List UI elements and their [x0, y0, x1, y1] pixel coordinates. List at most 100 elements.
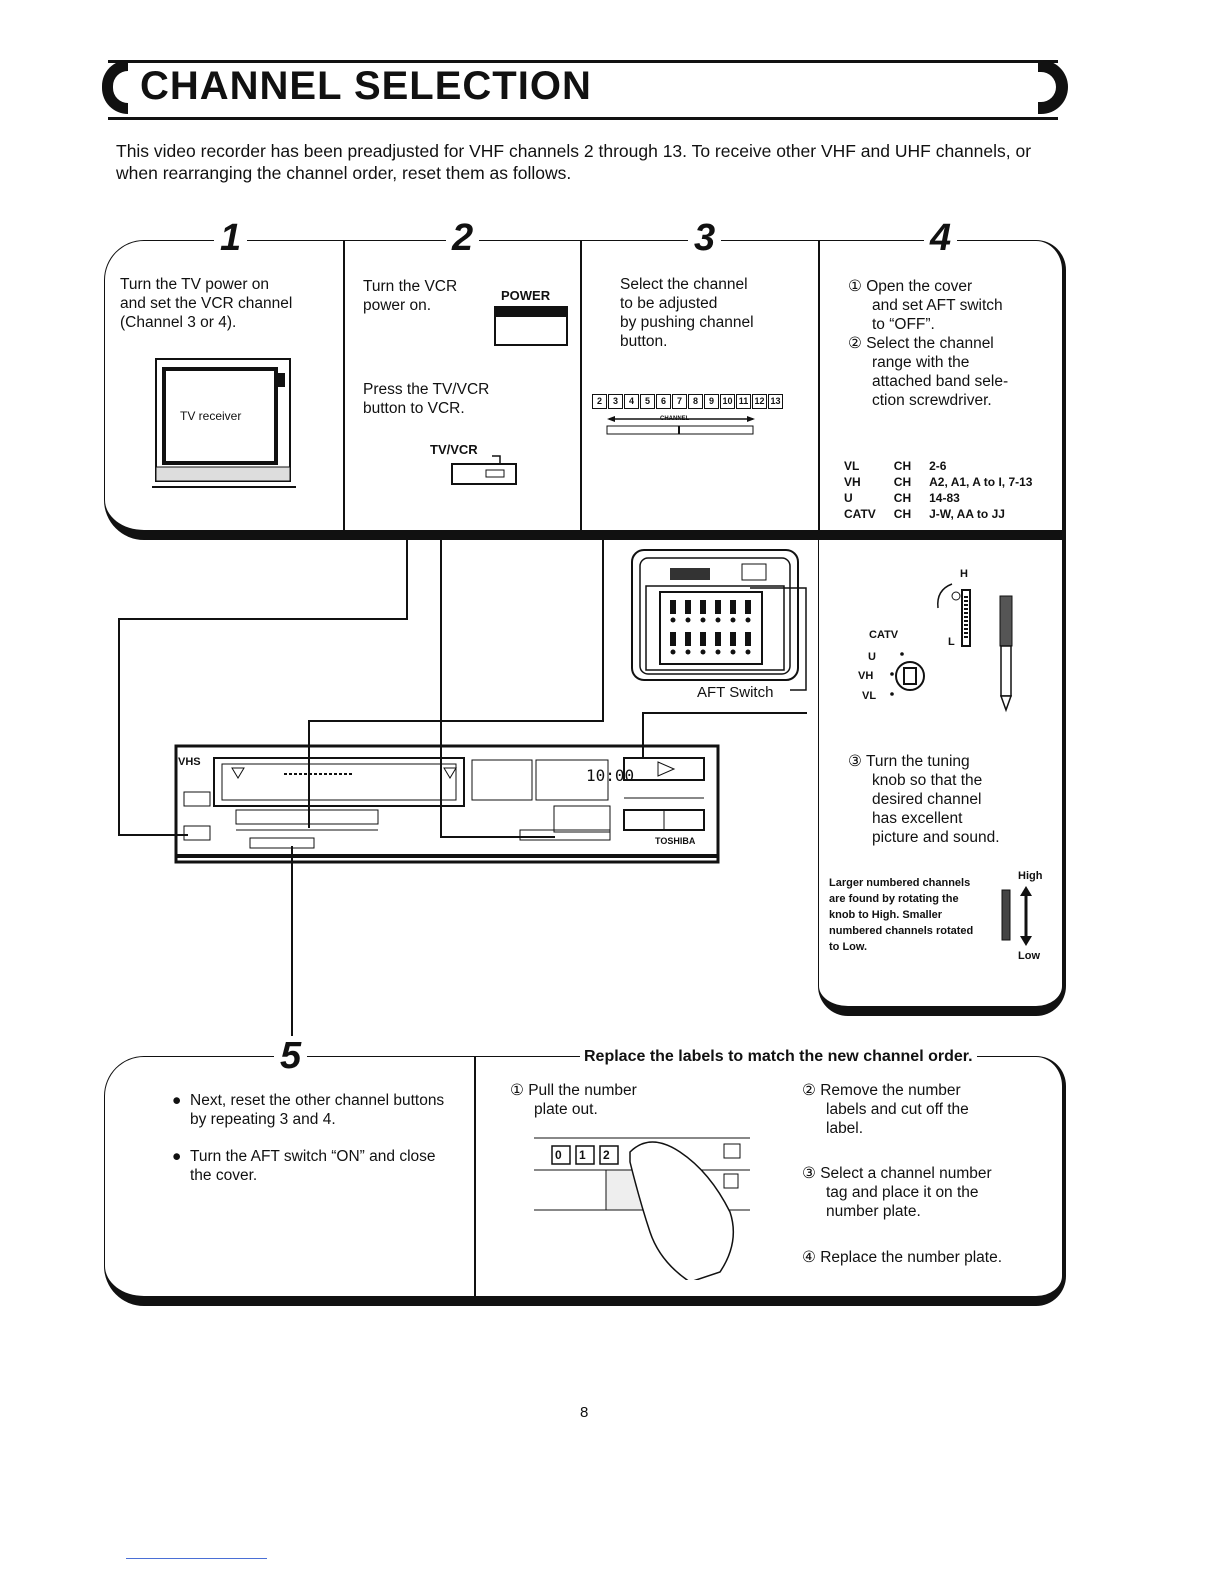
power-label: POWER: [501, 288, 551, 303]
leader-line: [642, 712, 807, 714]
leader-line: [308, 720, 604, 722]
divider: [818, 240, 820, 532]
plate-digit: 1: [579, 1148, 586, 1162]
channel-button: 12: [752, 394, 767, 409]
plate-digit: 0: [555, 1148, 562, 1162]
leader-line: [440, 836, 555, 838]
channel-button: 11: [736, 394, 751, 409]
dial-vl-label: VL: [862, 690, 877, 702]
high-low-arrow: [1001, 886, 1032, 946]
step-number: 4: [924, 218, 958, 258]
step5-sub2: ② Remove the number labels and cut off t…: [802, 1082, 969, 1137]
band-cell-ch: CH: [893, 507, 912, 521]
band-cell-band: CATV: [844, 507, 876, 521]
vcr-logo: VHS: [178, 756, 201, 768]
band-row: VL CH 2-6: [840, 458, 1046, 474]
channel-button: 9: [704, 394, 719, 409]
step4-sub1: ① Open the cover and set AFT switch to “…: [848, 278, 1003, 333]
band-cell-band: U: [844, 491, 853, 505]
tv-receiver-label: TV receiver: [180, 409, 242, 423]
footer-rule: [126, 1558, 267, 1559]
vcr-brand: TOSHIBA: [655, 836, 696, 846]
channel-button: 8: [688, 394, 703, 409]
dial-catv-label: CATV: [869, 629, 899, 641]
tuning-note: Larger numbered channels are found by ro…: [829, 877, 974, 953]
step5-sub4: ④ Replace the number plate.: [802, 1249, 1003, 1266]
leader-line: [440, 540, 442, 836]
tvvcr-button-illustration: [451, 455, 517, 485]
leader-line: [308, 720, 310, 828]
leader-line: [291, 846, 293, 1042]
band-cell-band: VL: [844, 459, 860, 473]
leader-line: [118, 834, 188, 836]
tvvcr-label: TV/VCR: [430, 442, 478, 457]
power-button-illustration: [494, 306, 568, 346]
band-cell-range: 14-83: [929, 491, 960, 505]
vcr-clock: 10:00: [586, 766, 635, 785]
channel-button: 3: [608, 394, 623, 409]
channel-strip-arrows: [606, 416, 755, 435]
step5-bullet-1: ● Next, reset the other channel buttons …: [172, 1092, 445, 1128]
dial-h-label: H: [960, 568, 968, 580]
step2-text-b: Press the TV/VCR button to VCR.: [363, 381, 490, 417]
channel-button: 10: [720, 394, 735, 409]
leader-line: [642, 712, 644, 758]
channel-button: 13: [768, 394, 783, 409]
step-number: 2: [446, 218, 480, 258]
band-cell-range: J-W, AA to JJ: [929, 507, 1005, 521]
leader-line: [602, 540, 604, 720]
step4-panel-extension: [818, 530, 1066, 1016]
band-cell-band: VH: [844, 475, 861, 489]
band-row: VH CH A2, A1, A to I, 7-13: [840, 474, 1046, 490]
steps-panel: [104, 240, 1066, 540]
aft-switch-label: AFT Switch: [697, 684, 774, 701]
channel-button: 5: [640, 394, 655, 409]
aft-panel-illustration: [631, 549, 807, 691]
band-cell-range: A2, A1, A to I, 7-13: [929, 475, 1033, 489]
dial-vh-label: VH: [858, 670, 874, 682]
step5-bullet-2: ● Turn the AFT switch “ON” and close the…: [172, 1148, 436, 1184]
vcr-illustration: [174, 744, 720, 864]
channel-button: 2: [592, 394, 607, 409]
band-selector-illustration: [890, 583, 1013, 713]
step-number: 5: [274, 1036, 308, 1076]
divider: [580, 240, 582, 532]
band-row: CATV CH J-W, AA to JJ: [840, 506, 1046, 522]
step5-sub1: ① Pull the number plate out.: [510, 1082, 637, 1118]
divider: [343, 240, 345, 532]
leader-line: [406, 540, 408, 618]
dial-u-label: U: [868, 651, 876, 663]
step3-text: Select the channel to be adjusted by pus…: [620, 276, 754, 350]
band-cell-ch: CH: [893, 491, 912, 505]
page-title: CHANNEL SELECTION: [140, 64, 592, 108]
step4-sub3: ③ Turn the tuning knob so that the desir…: [848, 753, 1000, 846]
channel-button: 7: [672, 394, 687, 409]
step-number: 3: [688, 218, 722, 258]
title-right-bracket: [1038, 60, 1068, 114]
step1-text: Turn the TV power on and set the VCR cha…: [120, 276, 293, 331]
step2-text-a: Turn the VCR power on.: [363, 278, 458, 314]
dial-l-label: L: [948, 636, 955, 648]
plate-digit: 2: [603, 1148, 610, 1162]
leader-line: [118, 618, 408, 620]
step5-sub3: ③ Select a channel number tag and place …: [802, 1165, 992, 1220]
divider: [474, 1056, 476, 1298]
channel-button: 4: [624, 394, 639, 409]
low-label: Low: [1018, 950, 1040, 962]
step4-sub2: ② Select the channel range with the atta…: [848, 335, 1009, 409]
page-number: 8: [580, 1404, 589, 1421]
step5-heading: Replace the labels to match the new chan…: [580, 1048, 977, 1066]
band-cell-range: 2-6: [929, 459, 947, 473]
number-plate-illustration: [534, 1137, 750, 1280]
tv-receiver-illustration: [152, 358, 296, 488]
band-row: U CH 14-83: [840, 490, 1046, 506]
title-left-bracket: [102, 60, 128, 114]
intro-paragraph: This video recorder has been preadjusted…: [116, 141, 1032, 183]
high-label: High: [1018, 870, 1043, 882]
band-cell-ch: CH: [893, 475, 912, 489]
channel-button: 6: [656, 394, 671, 409]
band-cell-ch: CH: [893, 459, 912, 473]
step-number: 1: [214, 218, 248, 258]
